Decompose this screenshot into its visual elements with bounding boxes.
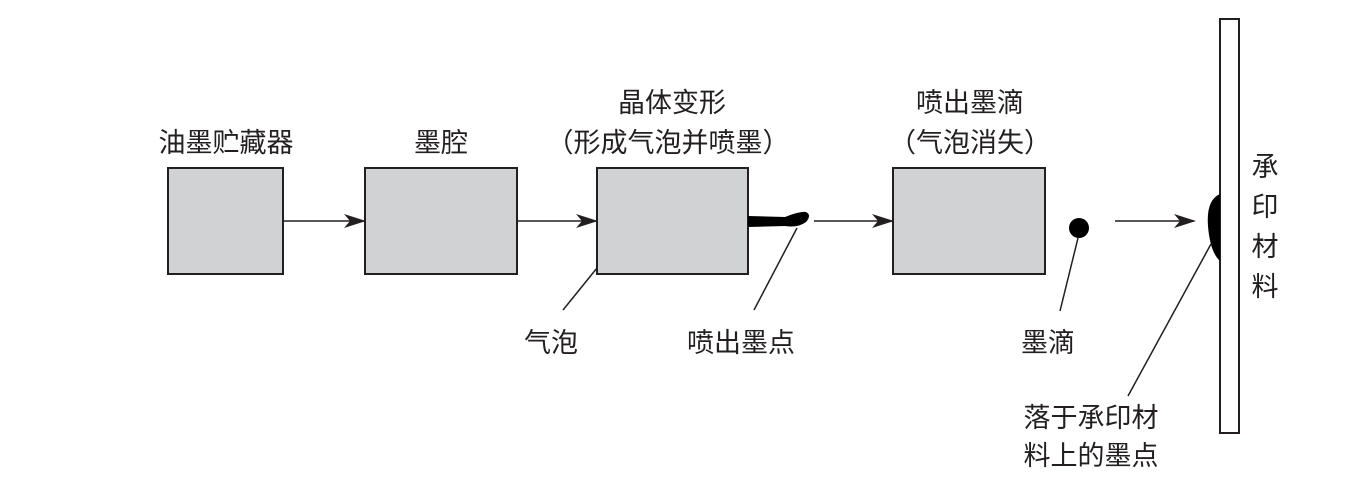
callout-landed-line1: 落于承印材 bbox=[1023, 403, 1159, 434]
callout-landed-line2: 料上的墨点 bbox=[1023, 441, 1159, 472]
substrate-char: 印 bbox=[1251, 192, 1279, 223]
label-reservoir: 油墨贮藏器 bbox=[158, 128, 294, 159]
substrate-char: 料 bbox=[1251, 272, 1279, 303]
stage-box-reservoir bbox=[167, 167, 284, 275]
ejected-ink-jet bbox=[748, 211, 809, 227]
leader-ejected-dot bbox=[753, 227, 798, 311]
leader-landed-dot bbox=[1127, 243, 1212, 397]
stage-box-eject bbox=[892, 167, 1046, 275]
leader-droplet bbox=[1059, 237, 1079, 312]
substrate-plate bbox=[1219, 18, 1240, 434]
callout-bubble: 气泡 bbox=[524, 328, 578, 359]
ink-droplet bbox=[1069, 218, 1089, 238]
callout-droplet: 墨滴 bbox=[1021, 328, 1075, 359]
stage-box-chamber bbox=[364, 167, 518, 275]
stage-box-crystal bbox=[596, 167, 749, 275]
callout-ejected-dot: 喷出墨点 bbox=[687, 328, 795, 359]
substrate-char: 承 bbox=[1251, 152, 1279, 183]
substrate-label: 承 印 材 料 bbox=[1250, 148, 1280, 308]
landed-ink-dot bbox=[1207, 194, 1220, 261]
label-eject-line2: （气泡消失） bbox=[889, 128, 1051, 159]
leader-bubble bbox=[562, 267, 598, 311]
label-crystal-line2: （形成气泡并喷墨） bbox=[546, 128, 790, 159]
label-chamber: 墨腔 bbox=[414, 128, 468, 159]
substrate-char: 材 bbox=[1251, 232, 1279, 263]
label-crystal-line1: 晶体变形 bbox=[618, 88, 726, 119]
label-eject-line1: 喷出墨滴 bbox=[916, 88, 1024, 119]
